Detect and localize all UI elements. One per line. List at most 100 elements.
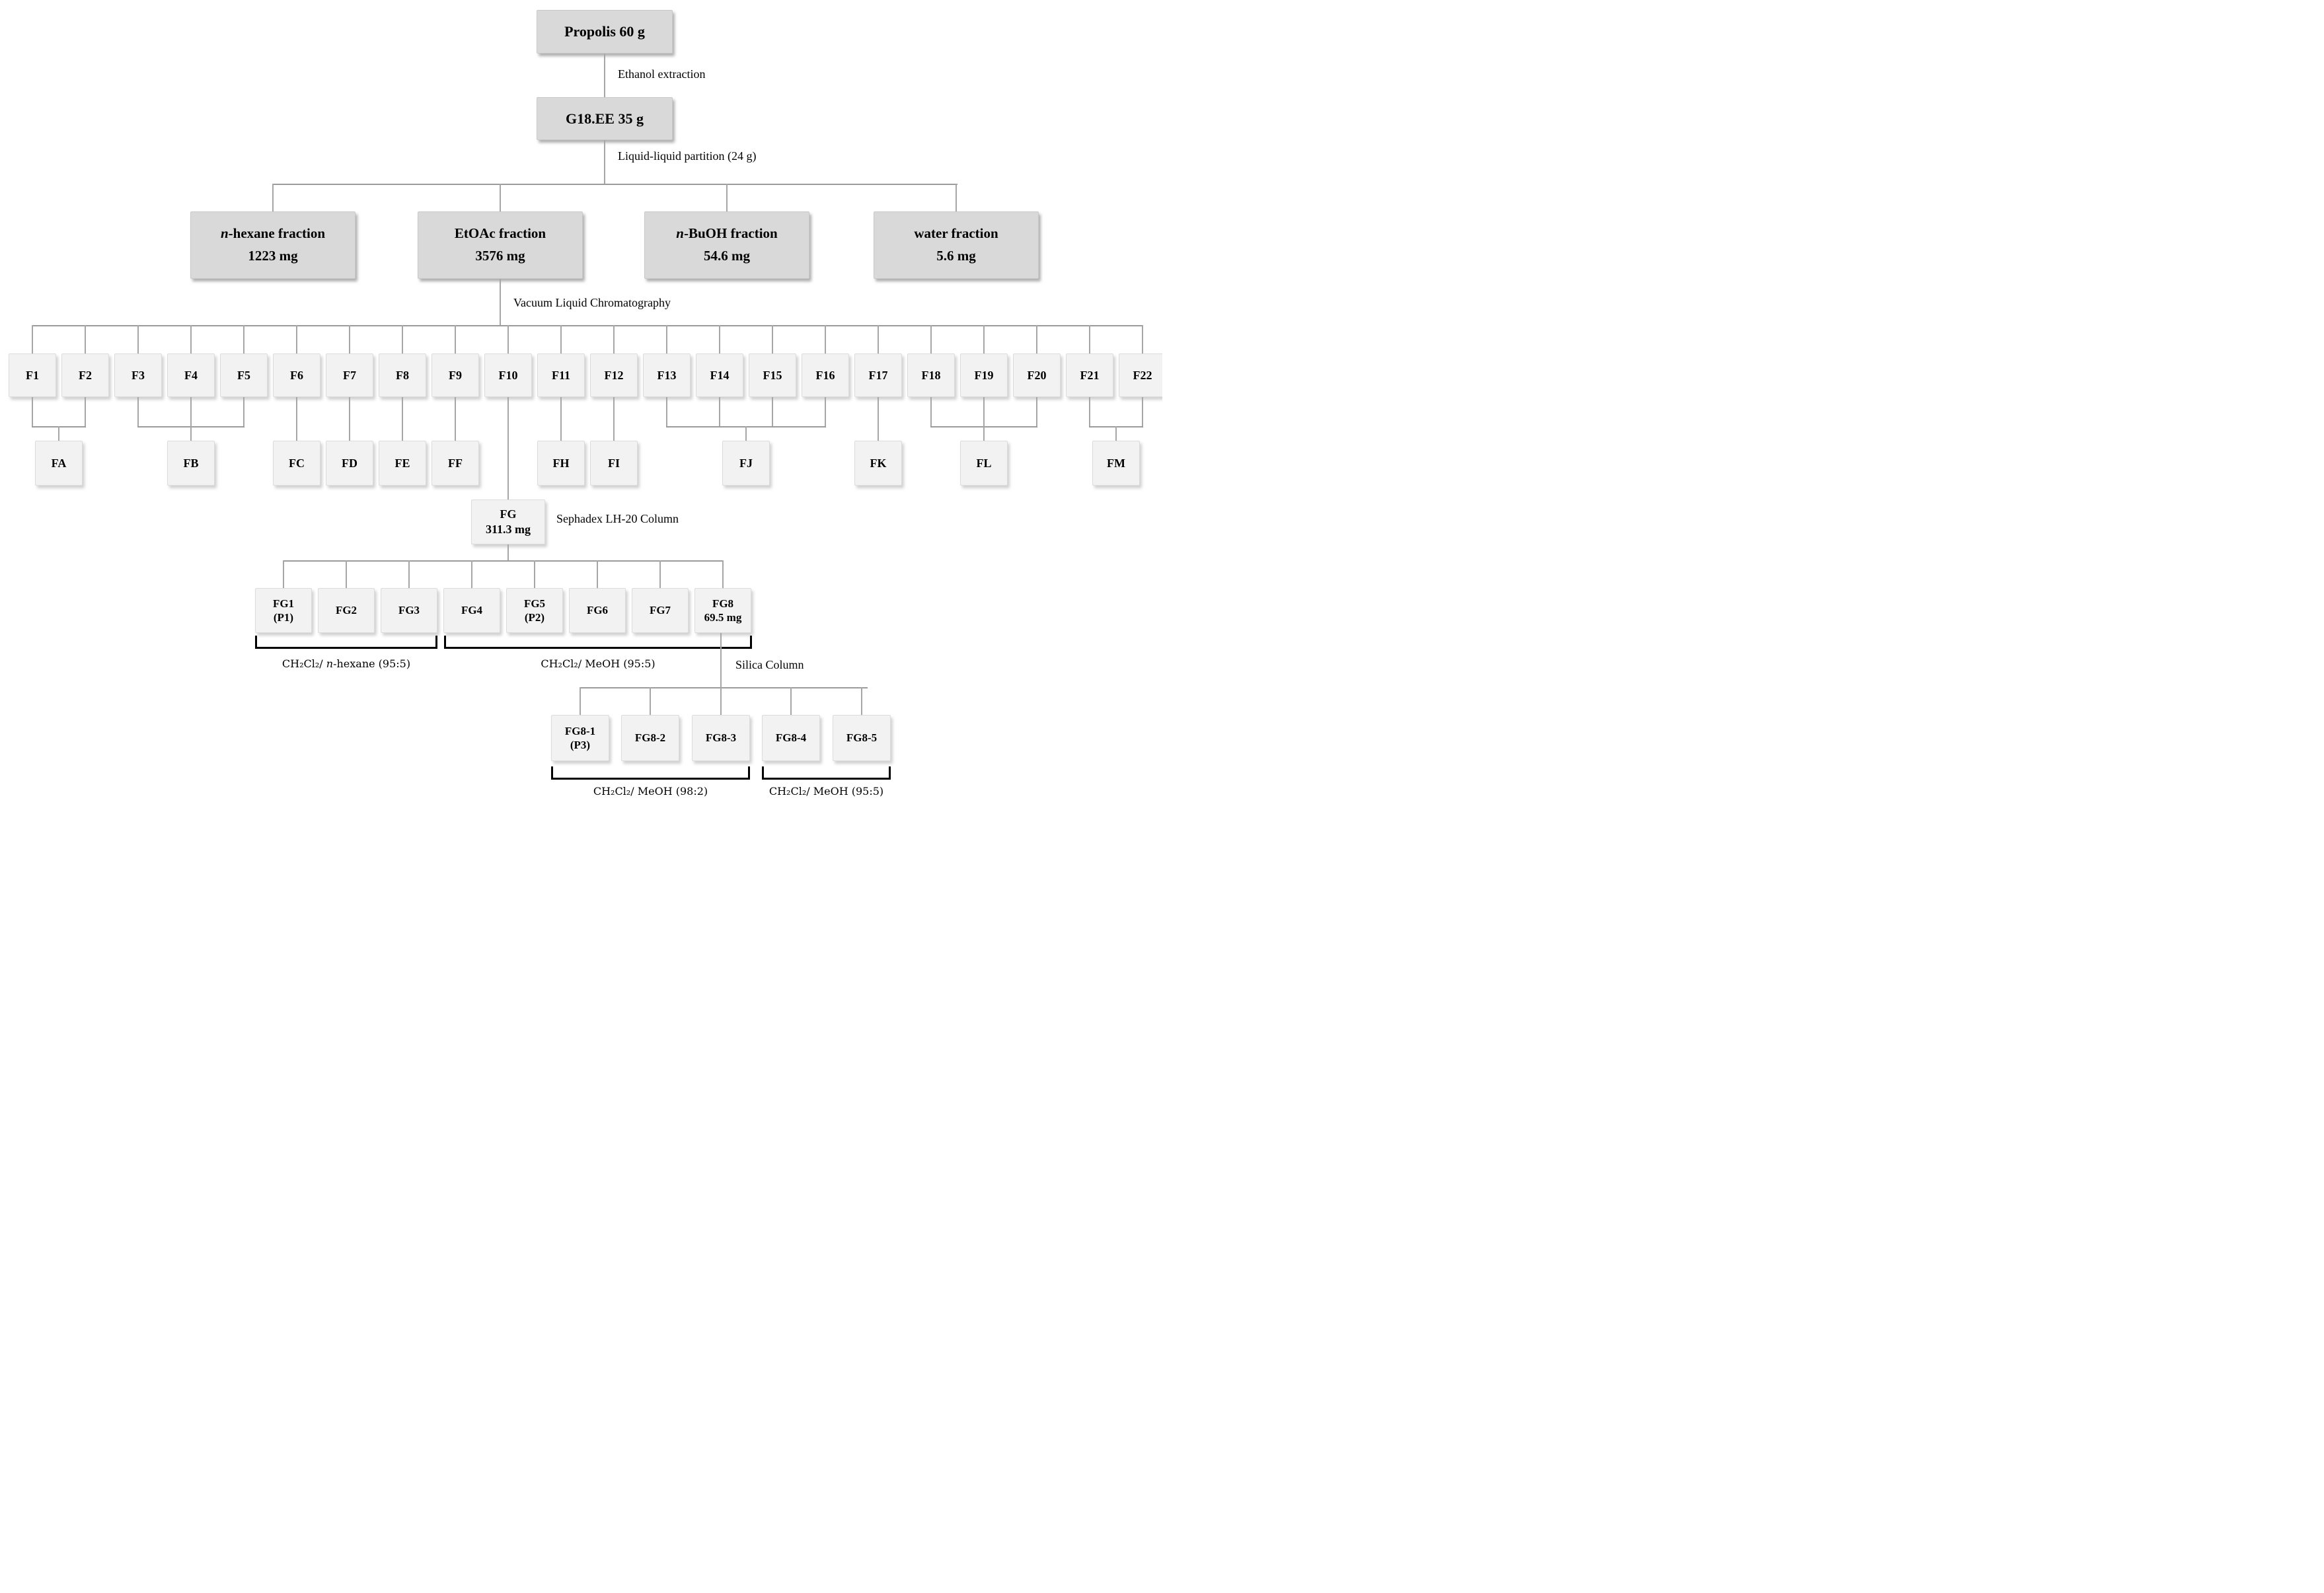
- connector-stub: [190, 325, 192, 353]
- step-liquid-liquid-partition: Liquid-liquid partition (24 g): [618, 149, 757, 163]
- node-fg8-2: FG8-2: [621, 715, 679, 761]
- connector-partition-rail: [273, 184, 957, 185]
- node-label: FG6: [586, 604, 609, 617]
- connector-stub: [613, 325, 615, 353]
- node-label: F6: [290, 368, 303, 382]
- connector-stub: [930, 325, 932, 353]
- node-label: F7: [343, 368, 356, 382]
- connector-stub: [402, 397, 403, 441]
- node-fg8: FG8 69.5 mg: [694, 588, 751, 633]
- eluent-pre: CH₂Cl₂/ MeOH (95:5): [768, 785, 884, 797]
- node-fg8-3: FG8-3: [692, 715, 750, 761]
- connector-stub: [878, 325, 879, 353]
- node-fg-amount: 311.3 mg: [485, 523, 531, 536]
- node-f21: F21: [1066, 353, 1113, 397]
- node-label: FJ: [739, 456, 753, 470]
- eluent-label-dcm-meoh-95-5-bottom: CH₂Cl₂/ MeOH (95:5): [762, 785, 891, 797]
- connector-stub: [666, 325, 667, 353]
- fraction-name-rest: -BuOH fraction: [683, 225, 778, 242]
- node-label: F1: [26, 368, 39, 382]
- connector-stub: [666, 397, 667, 426]
- node-f16: F16: [802, 353, 849, 397]
- node-f3: F3: [114, 353, 162, 397]
- node-label: FG2: [335, 604, 357, 617]
- node-f14: F14: [696, 353, 743, 397]
- node-label: FG7: [649, 604, 671, 617]
- connector-stub: [534, 560, 535, 588]
- node-label: F11: [551, 368, 570, 382]
- connector-stub: [283, 560, 284, 588]
- node-f6: F6: [273, 353, 320, 397]
- node-fg8-1: FG8-1 (P3): [551, 715, 609, 761]
- node-label: F17: [868, 368, 888, 382]
- eluent-italic: n: [326, 657, 334, 670]
- bracket-fg1-fg3: [255, 636, 437, 649]
- fraction-amount: 54.6 mg: [704, 248, 750, 264]
- node-label: FG1: [272, 597, 295, 610]
- node-label: F8: [396, 368, 409, 382]
- connector-stub: [408, 560, 410, 588]
- step-silica-column: Silica Column: [735, 658, 804, 671]
- connector-stub: [790, 687, 792, 715]
- eluent-label-dcm-meoh-98-2: CH₂Cl₂/ MeOH (98:2): [551, 785, 750, 797]
- node-propolis-label: Propolis 60 g: [564, 23, 645, 40]
- node-label: F9: [449, 368, 462, 382]
- connector-stub: [507, 325, 509, 353]
- node-f4: F4: [167, 353, 215, 397]
- eluent-pre: CH₂Cl₂/ MeOH (98:2): [593, 785, 708, 797]
- connector-stub: [137, 325, 139, 353]
- connector-stub: [825, 397, 826, 426]
- node-fg-label: FG: [500, 507, 517, 521]
- node-label: FG8-1: [564, 724, 596, 737]
- node-fi: FI: [590, 441, 638, 486]
- connector-stub: [560, 325, 562, 353]
- node-label: F19: [974, 368, 994, 382]
- connector-stub: [613, 397, 615, 441]
- node-fk: FK: [854, 441, 902, 486]
- connector-stub: [983, 325, 985, 353]
- connector-to-water: [956, 184, 957, 211]
- node-label: F18: [921, 368, 941, 382]
- connector-sephadex-rail: [283, 560, 724, 562]
- fraction-name-italic: n: [676, 225, 684, 242]
- connector-stub: [243, 325, 244, 353]
- bracket-fg8-4-fg8-5: [762, 766, 891, 780]
- connector-stub: [1089, 325, 1090, 353]
- node-buoh-fraction: n-BuOH fraction 54.6 mg: [644, 211, 809, 279]
- node-water-fraction: water fraction 5.6 mg: [874, 211, 1039, 279]
- fraction-name: n-hexane fraction: [221, 223, 325, 245]
- node-f7: F7: [326, 353, 373, 397]
- connector-stub: [455, 325, 456, 353]
- node-fg1: FG1 (P1): [255, 588, 312, 633]
- node-f13: F13: [643, 353, 691, 397]
- node-label: FG5: [523, 597, 546, 610]
- node-label: F4: [184, 368, 198, 382]
- connector-vlc-rail: [32, 325, 1143, 326]
- step-vacuum-liquid-chromatography: Vacuum Liquid Chromatography: [513, 296, 671, 309]
- node-label: FF: [448, 456, 463, 470]
- node-f20: F20: [1013, 353, 1061, 397]
- node-sublabel: (P2): [524, 611, 545, 624]
- node-label: F5: [237, 368, 250, 382]
- node-f18: F18: [907, 353, 955, 397]
- connector-propolis-g18ee: [604, 54, 605, 97]
- node-f9: F9: [431, 353, 479, 397]
- connector-stub: [32, 325, 33, 353]
- node-label: FG8-4: [775, 731, 807, 745]
- node-fg2: FG2: [318, 588, 375, 633]
- node-f8: F8: [379, 353, 426, 397]
- connector-stub: [349, 397, 350, 441]
- node-f10: F10: [484, 353, 532, 397]
- connector-stub: [1142, 397, 1143, 426]
- node-ff: FF: [431, 441, 479, 486]
- connector-stub: [930, 397, 932, 426]
- node-fl: FL: [960, 441, 1008, 486]
- fraction-name: EtOAc fraction: [455, 223, 546, 245]
- node-label: FG4: [461, 604, 483, 617]
- node-f22: F22: [1119, 353, 1162, 397]
- node-label: F13: [657, 368, 677, 382]
- node-g18ee: G18.EE 35 g: [537, 97, 673, 140]
- node-label: F15: [763, 368, 782, 382]
- connector-stub: [745, 426, 747, 441]
- node-label: FC: [289, 456, 305, 470]
